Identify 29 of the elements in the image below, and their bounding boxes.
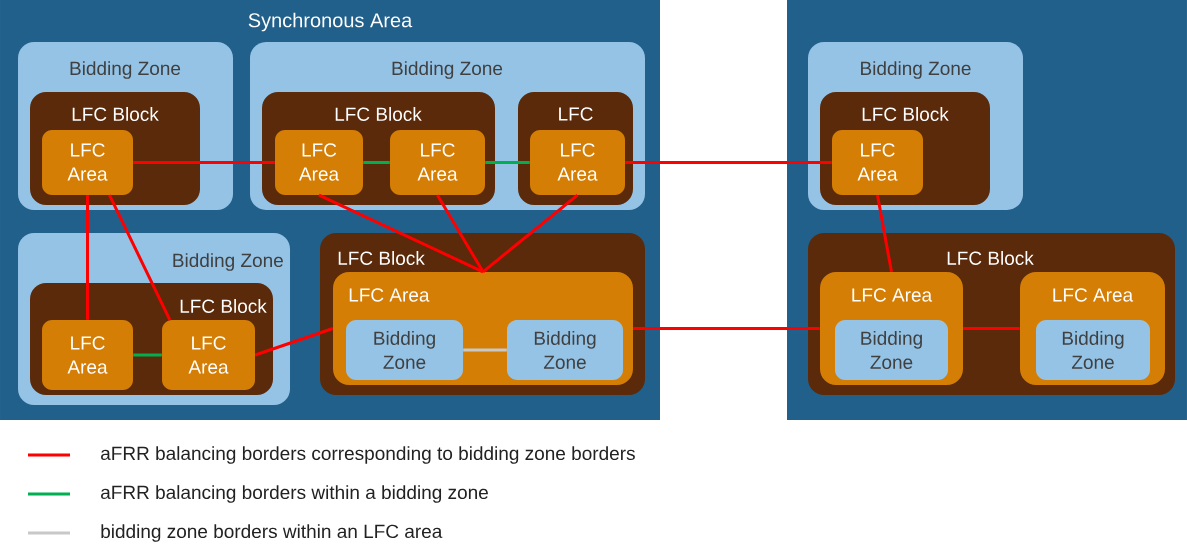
border-line (133, 353, 162, 357)
border-line (876, 194, 893, 273)
border-line (485, 161, 530, 164)
area-box: LFC Area (275, 130, 363, 195)
area-box: LFC Area (390, 130, 485, 195)
border-line (108, 194, 172, 321)
border-line (363, 161, 390, 164)
area-box: LFC Area (162, 320, 255, 390)
zone-box: Bidding Zone (346, 320, 463, 380)
legend-label: aFRR balancing borders within a bidding zone (101, 485, 488, 503)
border-line (625, 161, 832, 164)
legend-label: aFRR balancing borders corresponding to bidding zone borders (101, 446, 635, 464)
zone-box: Bidding Zone (835, 320, 948, 380)
border-line (633, 327, 820, 330)
zone-box: Bidding Zone (1036, 320, 1150, 380)
area-box: LFC Area (832, 130, 923, 195)
border-line (133, 161, 275, 164)
border-line (963, 327, 1020, 330)
area-box: LFC Area (42, 320, 133, 390)
zone-box: Bidding Zone (507, 320, 623, 380)
border-line (318, 193, 484, 274)
border-line (436, 194, 485, 273)
border-line (482, 194, 579, 273)
border-line (254, 327, 334, 357)
border-line (463, 348, 507, 352)
area-box: LFC Area (42, 130, 133, 195)
border-line (86, 195, 89, 320)
legend-label: bidding zone borders within an LFC area (101, 524, 443, 542)
area-box: LFC Area (530, 130, 625, 195)
